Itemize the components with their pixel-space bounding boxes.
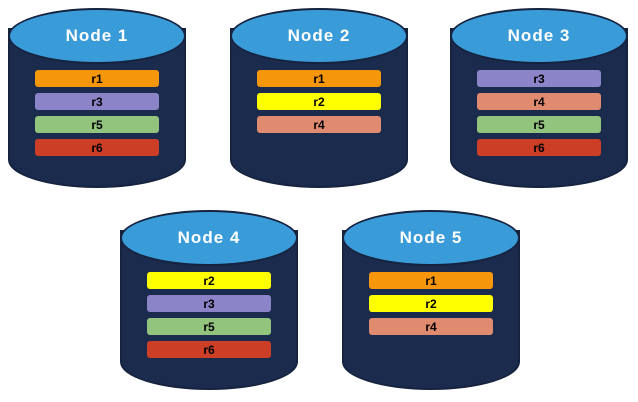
cylinder-top-ellipse: [8, 8, 186, 64]
node-cylinder-1[interactable]: Node 1 r1 r3 r5 r6: [8, 8, 186, 193]
replica-list: r1 r2 r4: [230, 64, 408, 133]
replica-list: r3 r4 r5 r6: [450, 64, 628, 156]
cylinder-top-ellipse: [230, 8, 408, 64]
replica-bar[interactable]: r5: [477, 116, 601, 133]
replica-bar[interactable]: r5: [147, 318, 271, 335]
replica-bar[interactable]: r1: [257, 70, 381, 87]
replica-bar[interactable]: r6: [477, 139, 601, 156]
replica-list: r1 r3 r5 r6: [8, 64, 186, 156]
node-cylinder-5[interactable]: Node 5 r1 r2 r4: [342, 210, 520, 395]
replica-bar[interactable]: r5: [35, 116, 159, 133]
replica-bar[interactable]: r6: [147, 341, 271, 358]
cylinder-top-ellipse: [342, 210, 520, 266]
replica-list: r2 r3 r5 r6: [120, 266, 298, 358]
replica-bar[interactable]: r1: [369, 272, 493, 289]
replica-list: r1 r2 r4: [342, 266, 520, 335]
node-cylinder-3[interactable]: Node 3 r3 r4 r5 r6: [450, 8, 628, 193]
replica-bar[interactable]: r4: [369, 318, 493, 335]
replica-bar[interactable]: r1: [35, 70, 159, 87]
replica-bar[interactable]: r2: [147, 272, 271, 289]
replica-bar[interactable]: r4: [257, 116, 381, 133]
replica-bar[interactable]: r2: [257, 93, 381, 110]
replica-bar[interactable]: r4: [477, 93, 601, 110]
node-cylinder-2[interactable]: Node 2 r1 r2 r4: [230, 8, 408, 193]
replica-bar[interactable]: r3: [477, 70, 601, 87]
replica-bar[interactable]: r3: [35, 93, 159, 110]
replica-bar[interactable]: r6: [35, 139, 159, 156]
cylinder-top-ellipse: [450, 8, 628, 64]
cylinder-top-ellipse: [120, 210, 298, 266]
replica-bar[interactable]: r3: [147, 295, 271, 312]
replica-bar[interactable]: r2: [369, 295, 493, 312]
node-cylinder-4[interactable]: Node 4 r2 r3 r5 r6: [120, 210, 298, 395]
